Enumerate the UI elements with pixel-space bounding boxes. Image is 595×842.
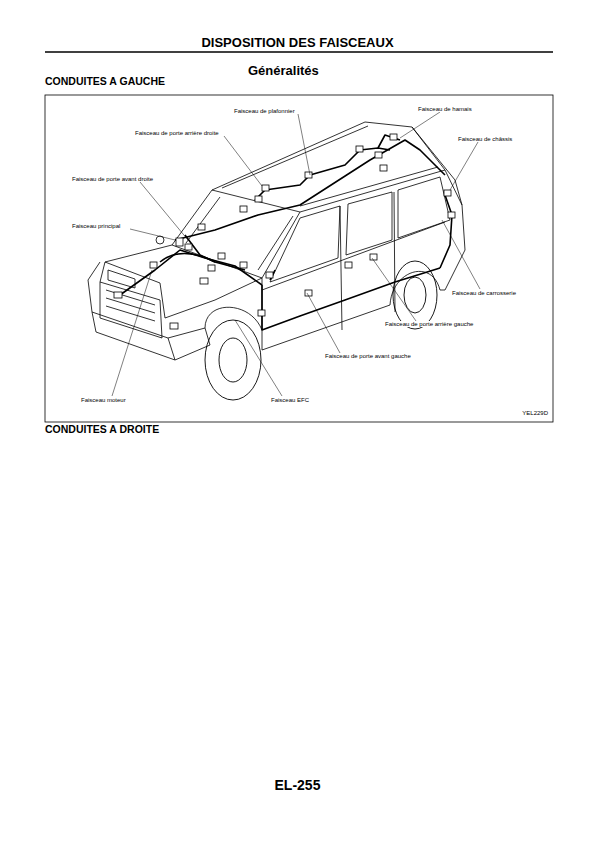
harness-label: Faisceau de porte avant gauche xyxy=(324,353,412,359)
harness-label: Faisceau de hamais xyxy=(417,106,473,112)
harness-wires xyxy=(120,135,452,330)
harness-label: Faisceau principal xyxy=(71,223,121,229)
figure-frame xyxy=(45,95,553,422)
header-rule xyxy=(45,51,553,53)
harness-label: Faisceau de châssis xyxy=(457,136,513,142)
leader-lines xyxy=(112,112,480,396)
figure-code: YEL229D xyxy=(521,410,549,416)
harness-label: Faisceau de porte arrière gauche xyxy=(384,321,474,327)
harness-label: Faisceau de carrosserie xyxy=(451,290,517,296)
harness-label: Faisceau de porte avant droite xyxy=(71,176,154,182)
page-title: DISPOSITION DES FAISCEAUX xyxy=(201,36,393,49)
connectors xyxy=(114,134,455,329)
harness-label: Faisceau de plafonnier xyxy=(233,108,296,114)
harness-label: Faisceau moteur xyxy=(80,397,127,403)
harness-label: Faisceau de porte arrière droite xyxy=(134,130,220,136)
harness-label: Faisceau EFC xyxy=(270,397,310,403)
figure-heading: Généralités xyxy=(248,64,319,77)
wheels xyxy=(205,261,437,400)
section-heading: CONDUITES A DROITE xyxy=(45,424,159,435)
section-heading: CONDUITES A GAUCHE xyxy=(45,76,165,87)
page-number: EL-255 xyxy=(275,778,321,792)
